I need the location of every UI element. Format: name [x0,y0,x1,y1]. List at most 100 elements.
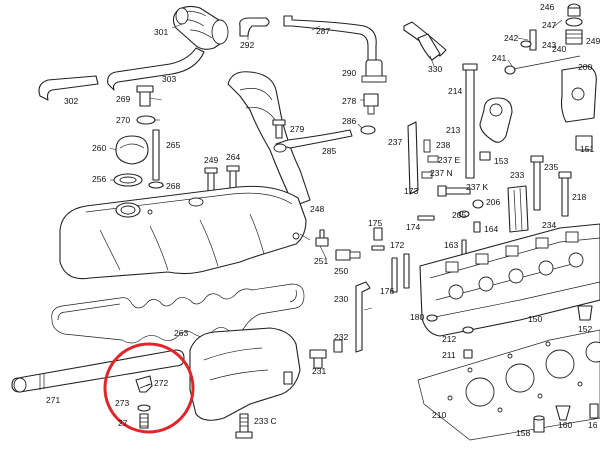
rod-265 [152,129,160,181]
clip-272 [135,375,153,393]
bolt-264 [226,165,240,191]
part-246 [567,3,581,17]
hose-292 [239,17,270,37]
label-268: 268 [166,181,180,191]
bolt-235 [530,155,544,211]
bolt-237k [437,185,471,197]
leader-lines [109,19,563,387]
part-233 [507,185,529,233]
label-271: 271 [46,395,60,405]
label-205: 205 [452,210,466,220]
label-160: 160 [558,420,572,430]
part-278 [363,93,379,115]
nut-153 [479,151,491,161]
valve-cover-248 [59,185,307,280]
intake-boot-301 [172,5,229,50]
sensor-250 [335,249,361,261]
label-302: 302 [64,96,78,106]
label-263: 263 [174,328,188,338]
part-16 [589,403,599,419]
seal-256 [113,173,143,187]
part-151 [575,135,593,151]
bolt-232 [333,339,343,353]
label-273: 273 [115,398,129,408]
washer-242 [520,40,532,48]
part-290 [361,59,387,83]
label-270: 270 [116,115,130,125]
bolt-218 [558,171,572,217]
bolt-279 [272,119,286,139]
label-251: 251 [314,256,328,266]
label-176: 176 [380,286,394,296]
part-158 [533,415,545,433]
label-238: 238 [436,140,450,150]
cap-152 [577,305,593,321]
cylinder-head-150 [419,223,600,337]
gasket-263 [51,283,305,344]
label-214: 214 [448,86,462,96]
label-269: 269 [116,94,130,104]
part-205 [458,210,470,218]
label-232: 232 [334,332,348,342]
rocker-213 [479,97,513,143]
label-256: 256 [92,174,106,184]
label-272: 272 [154,378,168,388]
label-237k: 237 K [466,182,489,192]
bolt-251 [315,229,329,247]
label-237n: 237 N [430,168,453,178]
highlight-circle [103,342,195,434]
label-210: 210 [432,410,446,420]
label-150: 150 [528,314,542,324]
stud-174 [417,215,435,221]
part-269 [136,85,154,107]
label-151: 151 [580,144,594,154]
label-163: 163 [444,240,458,250]
hose-287 [283,15,377,63]
label-242: 242 [504,33,518,43]
label-212: 212 [442,334,456,344]
label-290: 290 [342,68,356,78]
label-175: 175 [368,218,382,228]
label-301: 301 [154,27,168,37]
label-240: 240 [552,44,566,54]
label-237e: 237 E [438,155,461,165]
label-213: 213 [446,125,460,135]
label-292: 292 [240,40,254,50]
part-249-top [565,29,583,45]
label-172: 172 [390,240,404,250]
head-gasket-210 [417,329,600,441]
cap-260 [115,135,149,165]
part-212 [462,326,474,334]
label-211: 211 [442,350,456,360]
label-260: 260 [92,143,106,153]
lower-cover [189,327,301,421]
label-237: 237 [388,137,402,147]
label-158: 158 [516,428,530,438]
label-180: 180 [410,312,424,322]
label-16: 16 [588,420,598,430]
bolt-231 [309,349,327,369]
label-206: 206 [486,197,500,207]
label-231: 231 [312,366,326,376]
bracket-230 [355,281,371,353]
bolt-249 [204,167,218,193]
label-173: 173 [404,186,418,196]
label-287: 287 [316,26,330,36]
label-286: 286 [342,116,356,126]
label-264: 264 [226,152,240,162]
part-164 [473,221,481,233]
washer-268 [148,181,164,189]
label-234: 234 [542,220,556,230]
washer-273 [137,404,151,412]
label-265: 265 [166,140,180,150]
label-235: 235 [544,162,558,172]
stud-175 [373,227,383,241]
label-200: 200 [578,62,592,72]
stud-176 [391,253,410,293]
label-330: 330 [428,64,442,74]
label-164: 164 [484,224,498,234]
rocker-bracket-200 [560,65,597,123]
label-230: 230 [334,294,348,304]
